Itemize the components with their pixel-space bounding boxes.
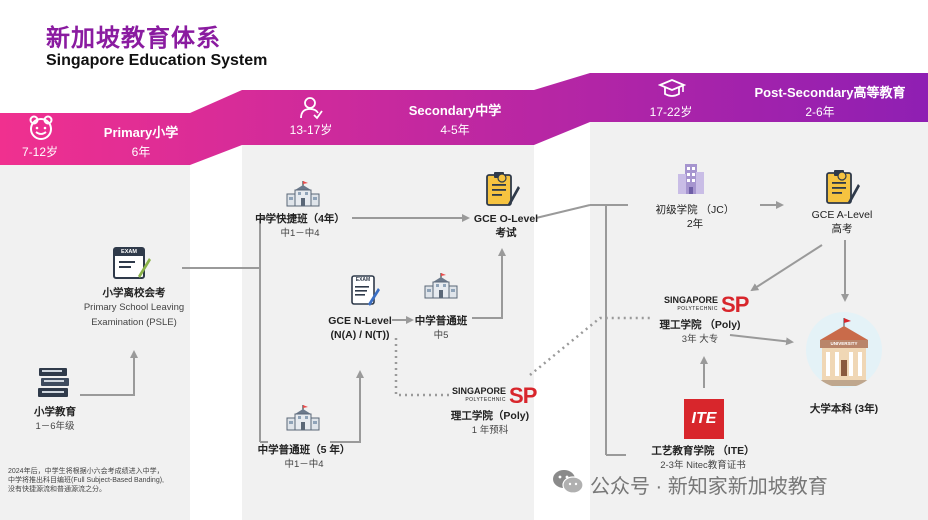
primary-education-name: 小学教育 [34,406,76,418]
sec5-label: 中学普通班 中5 [406,314,476,343]
page-subtitle: Singapore Education System [46,52,268,69]
secondary-stage-title: Secondary中学 [408,103,502,118]
nlevel-label: GCE N-Level (N(A) / N(T)) [320,314,400,342]
school-building-icon [286,405,320,431]
college-building-icon [678,164,704,194]
jc-label: 初级学院 （JC） 2年 [650,203,740,231]
footnote-line-3: 没有快捷源流和普通源流之分。 [8,486,106,493]
secondary-ages: 13-17岁 [289,123,333,137]
clipboard-check-icon [826,170,860,204]
nlevel-name2: (N(A) / N(T)) [330,329,390,341]
primary-panel [0,165,190,520]
footnote-line-1: 2024年后，中学生将根据小六会考成绩进入中学， [8,468,164,475]
primary-ages: 7-12岁 [21,145,59,159]
normal-stream-label: 中学普通班（5 年） 中1－中4 [254,443,354,472]
ite-logo: ITE [684,399,724,439]
child-face-icon [29,115,53,140]
secondary-panel [242,145,534,520]
sec5-year: 中5 [433,330,449,341]
psle-label: 小学离校会考 Primary School Leaving Examinatio… [78,286,190,330]
sp-logo-word: SINGAPORE [452,386,507,396]
express-stream-years: 中1－中4 [280,228,320,239]
university-name: 大学本科 (3年) [809,403,879,415]
nlevel-name1: GCE N-Level [328,315,392,327]
footnote: 2024年后，中学生将根据小六会考成绩进入中学， 中学将推出科目编班(Full … [8,467,238,494]
express-stream-label: 中学快捷班（4年） 中1－中4 [250,212,350,241]
normal-stream-name: 中学普通班（5 年） [257,444,351,456]
jc-years: 2年 [686,218,704,230]
university-building-icon [816,318,872,386]
alevel-name: GCE A-Level [811,209,873,221]
exam-paper-icon [351,275,380,306]
post-ages: 17-22岁 [649,105,693,119]
clipboard-check-icon [486,172,520,206]
poly-foundation-name: 理工学院（Poly) [450,410,530,422]
university-label: 大学本科 (3年) [796,402,892,416]
olevel-name: GCE O-Level [473,213,539,225]
express-stream-name: 中学快捷班（4年） [255,213,345,225]
psle-exam-badge: EXAM [121,249,137,255]
school-building-icon [286,181,320,207]
poly-foundation-year: 1 年预科 [471,425,509,436]
wechat-icon [553,470,584,494]
secondary-years: 4-5年 [440,123,470,137]
poly-years: 3年 大专 [681,334,719,345]
psle-name: 小学离校会考 [102,287,166,299]
sec5-name: 中学普通班 [414,315,468,327]
poly-foundation-label: 理工学院（Poly) 1 年预科 [440,409,540,438]
primary-years: 6年 [131,145,151,159]
page-title: 新加坡教育体系 [46,25,221,52]
primary-education-grades: 1－6年级 [35,421,75,432]
nlevel-exam-icon: EXAM [350,274,380,308]
school-building-icon [424,273,458,299]
psle-sub2: Examination (PSLE) [91,317,177,328]
alevel-sub: 高考 [831,223,853,235]
graduation-cap-icon [658,79,686,97]
jc-name: 初级学院 （JC） [655,204,735,216]
olevel-sub: 考试 [495,227,517,239]
alevel-label: GCE A-Level 高考 [802,208,882,236]
post-panel [590,122,928,520]
psle-sub1: Primary School Leaving [83,302,185,313]
psle-exam-icon: EXAM [112,246,152,280]
primary-stage-title: Primary小学 [103,125,179,140]
ite-label: 工艺教育学院 （ITE） 2-3年 Nitec教育证书 [638,444,768,473]
normal-stream-years: 中1－中4 [284,459,324,470]
stage-banner [0,73,928,165]
sp-logo-mark: SP [721,292,749,317]
ite-years: 2-3年 Nitec教育证书 [660,460,746,471]
sp-logo-mark: SP [509,383,537,408]
footnote-line-2: 中学将推出科目编班(Full Subject-Based Banding), [8,477,164,484]
sp-logo-word: SINGAPORE [664,295,719,305]
university-badge: UNIVERSITY [830,341,858,346]
post-stage-title: Post-Secondary高等教育 [754,85,906,100]
ite-name: 工艺教育学院 （ITE） [651,445,755,457]
sp-logo-small: POLYTECHNIC [465,397,507,403]
olevel-label: GCE O-Level 考试 [466,212,546,240]
primary-education-label: 小学教育 1－6年级 [10,405,100,434]
exam-paper-icon [113,247,151,279]
nlevel-exam-badge: EXAM [355,277,371,283]
sp-logo-small: POLYTECHNIC [677,306,719,312]
books-icon [38,368,69,397]
watermark-text: 公众号 · 新知家新加坡教育 [590,476,828,498]
poly-name: 理工学院 （Poly) [659,319,741,331]
post-years: 2-6年 [805,105,835,119]
university-icon: UNIVERSITY [806,312,882,388]
student-icon [300,97,323,120]
poly-label: 理工学院 （Poly) 3年 大专 [650,318,750,347]
